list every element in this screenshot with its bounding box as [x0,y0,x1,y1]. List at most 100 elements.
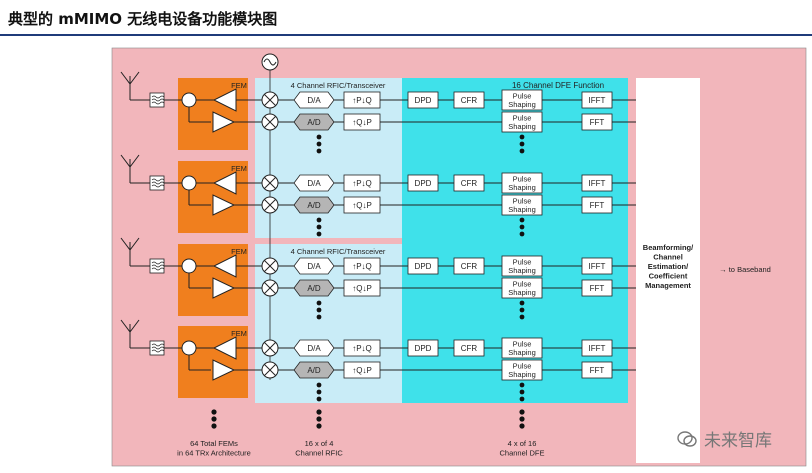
tx-iq-label: ↑P↓Q [352,96,372,105]
fft-label: FFT [590,366,605,375]
pulse-shaping-label: Pulse [513,280,532,289]
beamforming-label: Estimation/ [648,262,689,271]
da-label: D/A [307,344,321,353]
circulator-icon [181,258,197,274]
ellipsis-dot [519,148,525,154]
pulse-shaping-label: Shaping [508,348,536,357]
rfic-title-1: 4 Channel RFIC/Transceiver [291,81,386,90]
ad-label: A/D [307,201,321,210]
pulse-shaping-label: Shaping [508,205,536,214]
ellipsis-dot [519,423,525,429]
ellipsis-dot [519,217,525,223]
ad-label: A/D [307,118,321,127]
summary-label: 64 Total FEMs [190,439,238,448]
ellipsis-dot [519,314,525,320]
ifft-label: IFFT [589,344,606,353]
beamforming-label: Management [645,281,691,290]
beamforming-block [636,78,700,463]
pulse-shaping-label: Shaping [508,100,536,109]
ifft-label: IFFT [589,179,606,188]
ellipsis-dot [316,423,322,429]
fft-label: FFT [590,284,605,293]
wechat-logo-icon [677,430,697,447]
pulse-shaping-label: Pulse [513,92,532,101]
beamforming-label: Channel [653,253,683,262]
ifft-label: IFFT [589,262,606,271]
dpd-label: DPD [415,262,432,271]
cfr-label: CFR [461,344,478,353]
summary-label: Channel RFIC [295,449,343,458]
ellipsis-dot [316,307,322,313]
dpd-label: DPD [415,179,432,188]
pulse-shaping-label: Pulse [513,362,532,371]
ad-label: A/D [307,366,321,375]
fem-label: FEM [231,329,247,338]
page-title: 典型的 mMIMO 无线电设备功能模块图 [8,10,278,28]
beamforming-label: Coefficient [649,272,688,281]
fem-label: FEM [231,247,247,256]
ellipsis-dot [316,148,322,154]
dpd-label: DPD [415,344,432,353]
pulse-shaping-label: Shaping [508,266,536,275]
ellipsis-dot [316,382,322,388]
ad-label: A/D [307,284,321,293]
pulse-shaping-label: Pulse [513,258,532,267]
tx-iq-label: ↑P↓Q [352,262,372,271]
ellipsis-dot [316,300,322,306]
ellipsis-dot [316,396,322,402]
ellipsis-dot [316,416,322,422]
ellipsis-dot [316,314,322,320]
watermark: 未来智库 [676,426,772,451]
ellipsis-dot [211,416,217,422]
ellipsis-dot [519,307,525,313]
ellipsis-dot [519,396,525,402]
summary-label: 16 x of 4 [305,439,334,448]
pulse-shaping-label: Shaping [508,122,536,131]
rx-iq-label: ↑Q↓P [352,118,372,127]
ifft-label: IFFT [589,96,606,105]
title-underline [0,34,812,36]
da-label: D/A [307,96,321,105]
circulator-icon [181,340,197,356]
ellipsis-dot [519,224,525,230]
rx-iq-label: ↑Q↓P [352,284,372,293]
ellipsis-dot [211,409,217,415]
pulse-shaping-label: Pulse [513,175,532,184]
circulator-icon [181,175,197,191]
pulse-shaping-label: Shaping [508,183,536,192]
ellipsis-dot [316,141,322,147]
ellipsis-dot [519,382,525,388]
ellipsis-dot [211,423,217,429]
dfe-title: 16 Channel DFE Function [512,81,604,90]
tx-iq-label: ↑P↓Q [352,179,372,188]
lna-icon [212,194,236,216]
da-label: D/A [307,179,321,188]
da-label: D/A [307,262,321,271]
baseband-label: → to Baseband [719,265,771,274]
ellipsis-dot [519,141,525,147]
rx-iq-label: ↑Q↓P [352,366,372,375]
ellipsis-dot [519,231,525,237]
cfr-label: CFR [461,262,478,271]
fem-label: FEM [231,164,247,173]
ellipsis-dot [316,217,322,223]
pulse-shaping-label: Pulse [513,340,532,349]
lna-icon [212,277,236,299]
pulse-shaping-label: Shaping [508,288,536,297]
lna-icon [212,359,236,381]
ellipsis-dot [519,134,525,140]
fft-label: FFT [590,118,605,127]
watermark-text: 未来智库 [704,431,772,451]
dpd-label: DPD [415,96,432,105]
ellipsis-dot [316,231,322,237]
ellipsis-dot [316,134,322,140]
summary-label: Channel DFE [499,449,544,458]
cfr-label: CFR [461,179,478,188]
ellipsis-dot [316,224,322,230]
cfr-label: CFR [461,96,478,105]
rx-iq-label: ↑Q↓P [352,201,372,210]
circulator-icon [181,92,197,108]
summary-label: 4 x of 16 [508,439,537,448]
summary-label: in 64 TRx Architecture [177,449,251,458]
